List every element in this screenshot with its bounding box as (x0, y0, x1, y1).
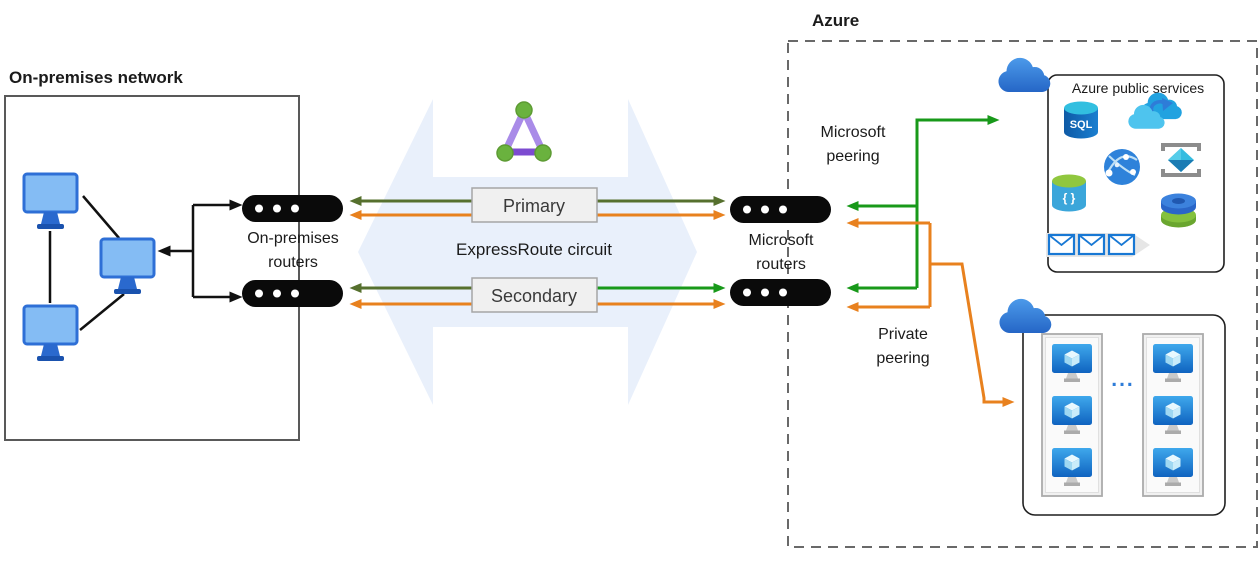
envelope-icon (1107, 233, 1136, 256)
computer-icon (22, 172, 79, 229)
private-peering-label-line2: peering (876, 350, 929, 367)
computer-icon (99, 237, 156, 294)
vm-rack (1041, 333, 1103, 497)
sql-label: SQL (1070, 119, 1093, 131)
expressroute-circuit-group: Primary Secondary ExpressRoute circuit (349, 101, 726, 313)
microsoft-router-icon (730, 196, 831, 223)
cloud-icon (999, 298, 1052, 333)
private-peering-label-line1: Private (878, 326, 928, 343)
virtual-machine-icon (1052, 448, 1092, 486)
primary-label: Primary (503, 196, 565, 216)
envelope-icon (1047, 233, 1076, 256)
microsoft-peering-label-line1: Microsoft (821, 124, 886, 141)
computer-icon (22, 304, 79, 361)
on-premises-router-icon (242, 195, 343, 222)
virtual-machine-icon (1153, 396, 1193, 434)
expressroute-circuit-label: ExpressRoute circuit (456, 240, 612, 259)
private-peering-path (846, 218, 1015, 407)
secondary-label-box: Secondary (471, 277, 598, 313)
envelope-banner-icon (1046, 233, 1150, 257)
expressroute-circuit-icon (496, 101, 552, 162)
azure-title: Azure (812, 11, 859, 30)
virtual-machine-icon (1052, 396, 1092, 434)
microsoft-router-icon (730, 279, 831, 306)
on-premises-router-icon (242, 280, 343, 307)
microsoft-peering-label-line2: peering (826, 148, 879, 165)
on-premises-routers-label-line1: On-premises (247, 230, 339, 247)
virtual-machine-icon (1052, 344, 1092, 382)
braces-database-icon: { } (1052, 174, 1086, 212)
braces-label: { } (1063, 191, 1076, 205)
stacked-disks-icon (1161, 193, 1196, 228)
virtual-machine-icon (1153, 448, 1193, 486)
bidirectional-arrow-shape (358, 99, 697, 405)
microsoft-routers-label-line1: Microsoft (749, 232, 814, 249)
vm-rack (1142, 333, 1204, 497)
azure-vms-group: ... (999, 298, 1226, 516)
primary-links-olive (349, 196, 726, 293)
microsoft-routers-label-line2: routers (756, 256, 806, 273)
network-globe-icon (1104, 149, 1140, 185)
on-premises-network-group: On-premises network (4, 68, 300, 441)
cloud-icon (998, 57, 1051, 93)
lan-to-router-links (157, 199, 243, 303)
sql-database-icon: SQL (1064, 101, 1098, 139)
on-premises-title: On-premises network (9, 68, 183, 87)
public-services-title: Azure public services (1072, 80, 1204, 96)
bracketed-cube-icon (1161, 143, 1201, 177)
vm-ellipsis: ... (1111, 368, 1135, 391)
azure-dashed-box (787, 40, 1258, 548)
lan-links (48, 195, 125, 331)
cloud-arrow-icon (1128, 92, 1182, 129)
microsoft-peering-path (846, 115, 1000, 293)
secondary-label: Secondary (491, 286, 577, 306)
links-orange (349, 210, 726, 309)
on-premises-routers-label-line2: routers (268, 254, 318, 271)
virtual-machine-icon (1153, 344, 1193, 382)
primary-label-box: Primary (471, 187, 598, 223)
envelope-icon (1077, 233, 1106, 256)
azure-public-services-group: Azure public services SQL (998, 57, 1225, 273)
azure-region-group: Azure (787, 11, 1258, 548)
